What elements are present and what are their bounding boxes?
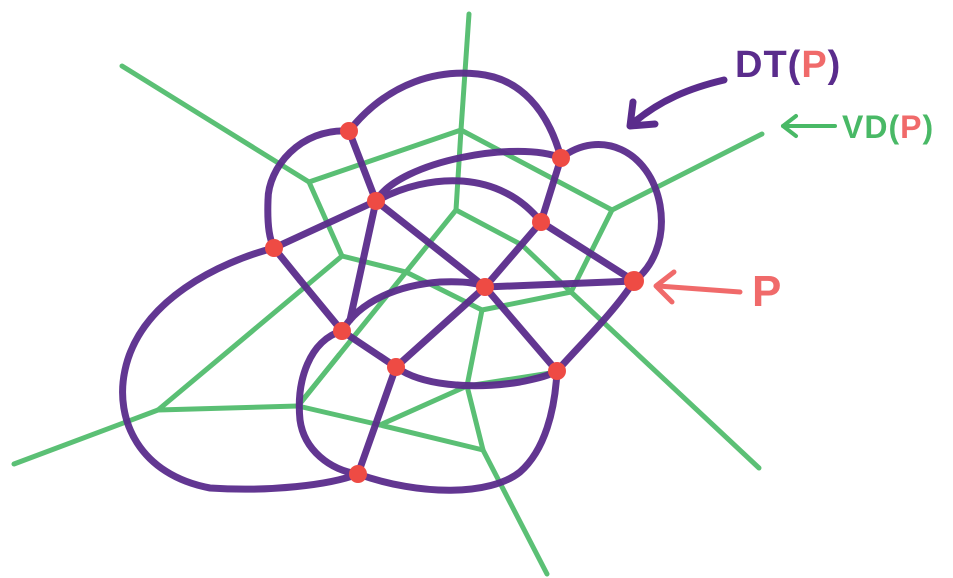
delaunay-edge: [338, 278, 489, 335]
delaunay-edge: [354, 363, 400, 478]
voronoi-edge: [306, 127, 464, 185]
voronoi-edge: [377, 383, 470, 428]
delaunay-edge: [270, 197, 380, 252]
point: [349, 465, 367, 483]
delaunay-edge: [345, 69, 565, 162]
voronoi-edge: [464, 307, 485, 389]
vd-label-prefix: VD(: [842, 109, 900, 145]
delaunay-edge: [537, 218, 638, 285]
point: [367, 192, 385, 210]
vd-arrow: [781, 114, 837, 138]
voronoi-edge: [155, 403, 301, 413]
voronoi-edge: [453, 207, 525, 248]
voronoi-edge: [155, 253, 345, 413]
voronoi-edge: [377, 422, 486, 453]
delaunay-edge: [345, 127, 380, 205]
voronoi-edge: [295, 403, 383, 428]
p-label: P: [752, 267, 782, 316]
arrow-shaft: [628, 76, 728, 128]
dt-label-prefix: DT(: [735, 44, 801, 86]
delaunay-edge: [372, 177, 545, 226]
delaunay-edge: [372, 147, 565, 205]
voronoi-edge: [568, 289, 762, 471]
delaunay-triangulation: [119, 69, 665, 494]
arrow-head: [781, 114, 798, 138]
arrow-head: [653, 269, 677, 305]
point: [333, 322, 351, 340]
delaunay-edge: [392, 363, 561, 390]
voronoi-edge: [339, 253, 409, 275]
delaunay-edge: [537, 154, 565, 226]
arrow-head: [626, 98, 659, 130]
point: [476, 278, 494, 296]
vd-label: VD(P): [842, 109, 934, 145]
arrow-shaft: [655, 283, 743, 295]
delaunay-edge: [553, 277, 638, 375]
voronoi-diagram: [11, 11, 765, 577]
delaunay-edge: [296, 276, 346, 335]
point: [552, 149, 570, 167]
voronoi-edge: [336, 269, 409, 358]
vd-label-arg: P: [900, 109, 922, 145]
delaunay-edge: [338, 327, 400, 371]
point: [265, 239, 283, 257]
delaunay-edge: [481, 218, 545, 291]
point: [532, 213, 550, 231]
voronoi-edge: [453, 127, 464, 213]
delaunay-edge: [264, 127, 353, 252]
delaunay-edge: [557, 141, 665, 285]
dt-label-arg: P: [801, 44, 827, 86]
voronoi-edge: [11, 407, 161, 467]
voronoi-edge: [609, 131, 765, 213]
voronoi-edge: [464, 383, 486, 453]
delaunay-edge: [295, 327, 362, 478]
dt-label-suffix: ): [828, 44, 842, 86]
voronoi-edge: [306, 179, 345, 259]
delaunay-edge: [346, 197, 380, 324]
point-set: [265, 122, 644, 483]
delaunay-edge: [119, 244, 362, 493]
delaunay-edge: [481, 277, 638, 291]
dt-arrow: [626, 76, 728, 130]
voronoi-edge: [458, 127, 615, 213]
point: [548, 362, 566, 380]
point: [624, 271, 644, 291]
vd-label-suffix: ): [922, 109, 934, 145]
delaunay-edge: [481, 283, 561, 375]
point: [387, 358, 405, 376]
p-arrow: [653, 269, 743, 305]
delaunay-edge: [392, 283, 489, 371]
voronoi-edge: [480, 447, 550, 577]
dt-label: DT(P): [735, 44, 841, 86]
voronoi-edge: [295, 352, 342, 409]
point: [340, 122, 358, 140]
voronoi-edge: [479, 289, 574, 313]
delaunay-edge: [354, 367, 561, 494]
delaunay-edge: [372, 197, 489, 291]
